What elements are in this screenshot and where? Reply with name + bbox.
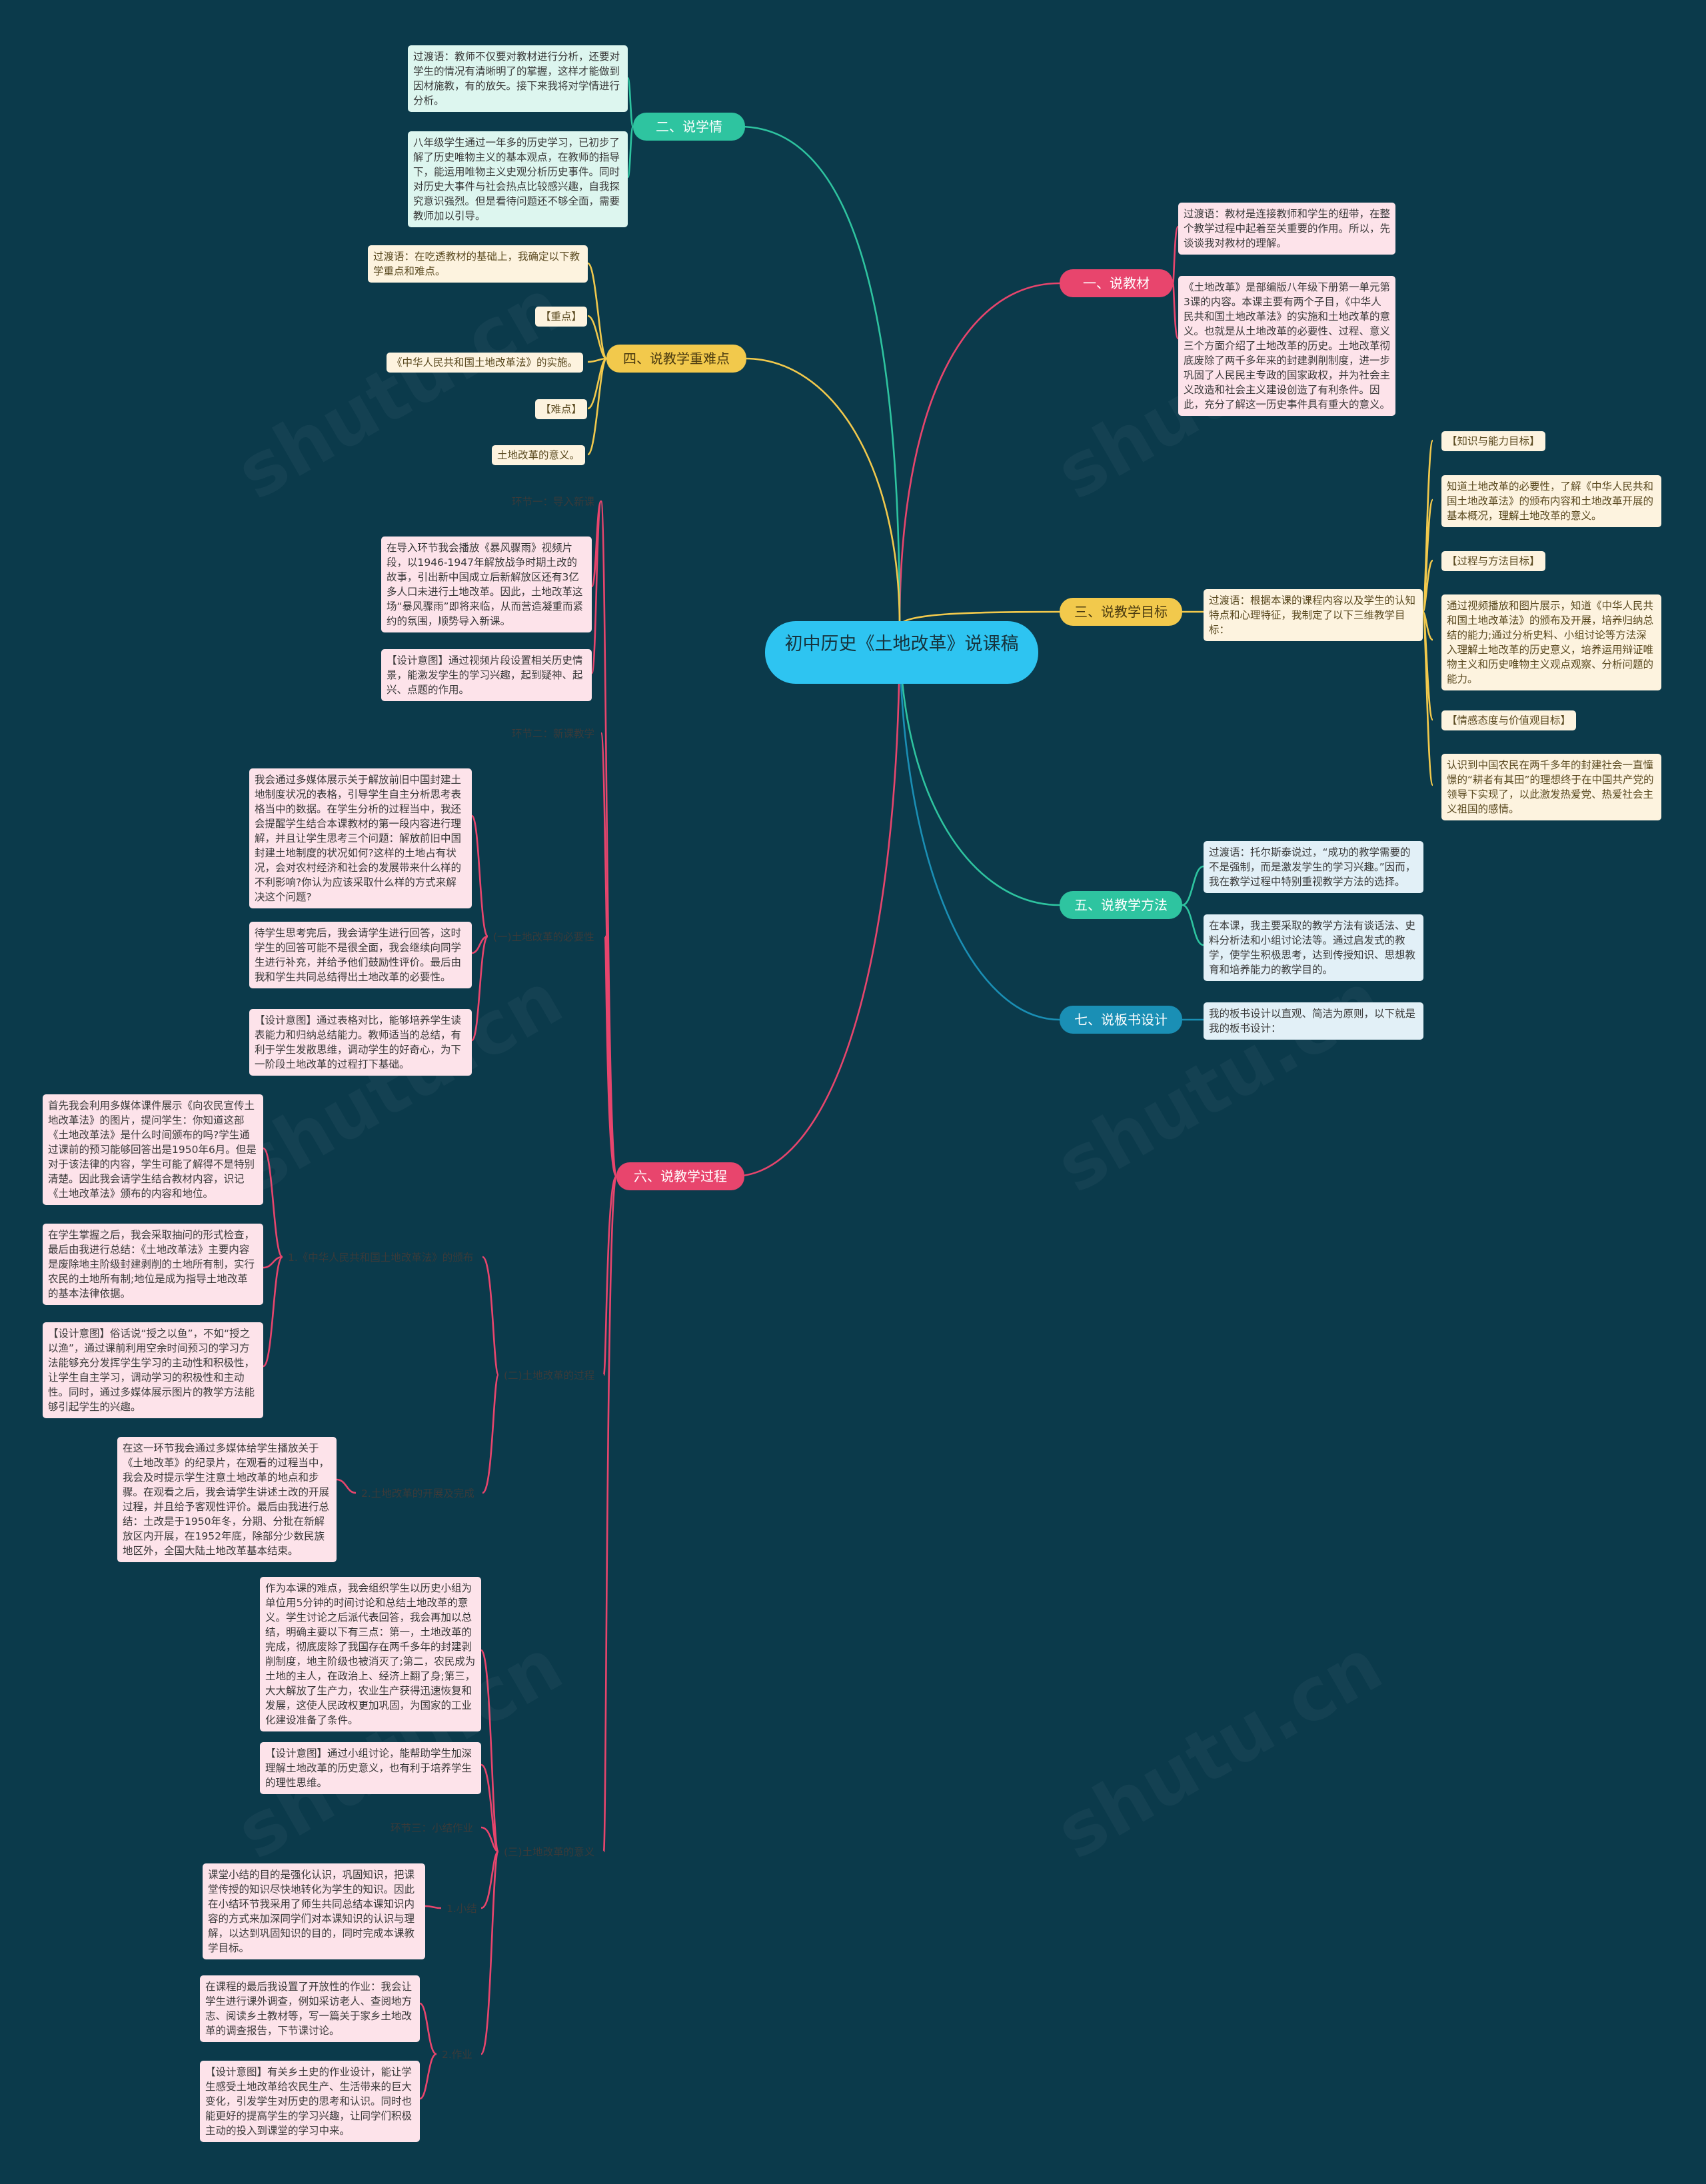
root-topic[interactable]: 初中历史《土地改革》说课稿 xyxy=(765,621,1038,684)
branch-label: 二、说学情 xyxy=(656,119,722,135)
stage-3-summary-homework[interactable]: 环节三：小结作业 xyxy=(391,1822,474,1834)
root-title: 初中历史《土地改革》说课稿 xyxy=(784,634,1019,654)
branch-board-design[interactable]: 七、说板书设计 xyxy=(1060,1006,1182,1034)
law-text-2[interactable]: 在学生掌握之后，我会采取抽问的形式检查，最后由我进行总结：《土地改革法》主要内容… xyxy=(43,1224,263,1305)
branch-label: 三、说教学目标 xyxy=(1074,604,1168,620)
board-design-text[interactable]: 我的板书设计以直观、简洁为原则，以下就是我的板书设计： xyxy=(1204,1002,1423,1040)
branch-label: 七、说板书设计 xyxy=(1074,1012,1168,1028)
branch-label: 六、说教学过程 xyxy=(634,1168,727,1184)
necessity-text-1[interactable]: 我会通过多媒体展示关于解放前旧中国封建土地制度状况的表格，引导学生自主分析思考表… xyxy=(249,768,472,908)
goal-process-heading[interactable]: 【过程与方法目标】 xyxy=(1441,551,1545,571)
significance-text[interactable]: 作为本课的难点，我会组织学生以历史小组为单位用5分钟的时间讨论和总结土地改革的意… xyxy=(260,1577,481,1731)
branch-label: 五、说教学方法 xyxy=(1074,897,1168,913)
methods-text[interactable]: 在本课，我主要采取的教学方法有谈话法、史料分析法和小组讨论法等。通过启发式的教学… xyxy=(1204,914,1423,981)
material-content[interactable]: 《土地改革》是部编版八年级下册第一单元第3课的内容。本课主要有两个子目，《中华人… xyxy=(1178,276,1395,416)
student-transition[interactable]: 过渡语：教师不仅要对教材进行分析，还要对学生的情况有清晰明了的掌握，这样才能做到… xyxy=(408,45,628,112)
homework-heading[interactable]: 2.作业 xyxy=(442,2049,472,2061)
summary-text[interactable]: 课堂小结的目的是强化认识，巩固知识，把课堂传授的知识尽快地转化为学生的知识。因此… xyxy=(203,1863,425,1959)
branch-student-analysis[interactable]: 二、说学情 xyxy=(633,113,745,141)
necessity-text-2[interactable]: 待学生思考完后，我会请学生进行回答，这时学生的回答可能不是很全面，我会继续向同学… xyxy=(249,922,472,988)
goal-process-text[interactable]: 通过视频播放和图片展示，知道《中华人民共和国土地改革法》的颁布及开展，培养归纳总… xyxy=(1441,594,1661,690)
law-text-1[interactable]: 首先我会利用多媒体课件展示《向农民宣传土地改革法》的图片，提问学生：你知道这部《… xyxy=(43,1094,263,1205)
goals-transition[interactable]: 过渡语：根据本课的课程内容以及学生的认知特点和心理特征，我制定了以下三维教学目标… xyxy=(1204,589,1423,641)
goal-emotion-heading[interactable]: 【情感态度与价值观目标】 xyxy=(1441,710,1577,730)
branch-label: 一、说教材 xyxy=(1083,275,1150,291)
stage-1-design[interactable]: 【设计意图】通过视频片段设置相关历史情景，能激发学生的学习兴趣，起到疑神、起兴、… xyxy=(381,649,592,701)
section-necessity[interactable]: (一)土地改革的必要性 xyxy=(493,931,594,943)
section-process[interactable]: (二)土地改革的过程 xyxy=(504,1370,595,1382)
wire-b7 xyxy=(898,626,1060,1021)
wire-b2 xyxy=(739,125,901,627)
implementation-text[interactable]: 在这一环节我会通过多媒体给学生播放关于《土地改革》的纪录片，在观看的过程当中，我… xyxy=(117,1437,337,1562)
branch-teaching-process[interactable]: 六、说教学过程 xyxy=(616,1162,744,1190)
wire-b1 xyxy=(898,282,1060,627)
goal-emotion-text[interactable]: 认识到中国农民在两千多年的封建社会一直憧憬的“耕者有其田”的理想终于在中国共产党… xyxy=(1441,754,1661,820)
branch-teaching-material[interactable]: 一、说教材 xyxy=(1060,269,1173,297)
significance-design[interactable]: 【设计意图】通过小组讨论，能帮助学生加深理解土地改革的历史意义，也有利于培养学生… xyxy=(260,1742,481,1794)
necessity-design[interactable]: 【设计意图】通过表格对比，能够培养学生读表能力和归纳总结能力。教师适当的总结，有… xyxy=(249,1009,472,1076)
branch-teaching-goals[interactable]: 三、说教学目标 xyxy=(1060,598,1182,626)
subsection-implementation[interactable]: 2.土地改革的开展及完成 xyxy=(361,1488,474,1500)
stage-1-intro[interactable]: 环节一：导入新课 xyxy=(512,496,595,508)
difficult-point-heading[interactable]: 【难点】 xyxy=(535,399,588,419)
goal-knowledge-heading[interactable]: 【知识与能力目标】 xyxy=(1441,431,1545,451)
law-design[interactable]: 【设计意图】俗话说“授之以鱼”，不如“授之以渔”，通过课前利用空余时间预习的学习… xyxy=(43,1322,263,1418)
homework-text[interactable]: 在课程的最后我设置了开放性的作业：我会让学生进行课外调查，例如采访老人、查阅地方… xyxy=(200,1975,420,2042)
methods-transition[interactable]: 过渡语：托尔斯泰说过，“成功的教学需要的不是强制，而是激发学生的学习兴趣。”因而… xyxy=(1204,841,1423,893)
stage-1-text[interactable]: 在导入环节我会播放《暴风骤雨》视频片段，以1946-1947年解放战争时期土改的… xyxy=(381,537,592,632)
homework-design[interactable]: 【设计意图】有关乡土史的作业设计，能让学生感受土地改革给农民生产、生活带来的巨大… xyxy=(200,2061,420,2142)
wire-b5 xyxy=(898,626,1060,906)
key-point-heading[interactable]: 【重点】 xyxy=(535,307,588,327)
wire-b4 xyxy=(744,357,901,627)
keypoints-transition[interactable]: 过渡语：在吃透教材的基础上，我确定以下教学重点和难点。 xyxy=(368,245,588,283)
subsection-law[interactable]: 1.《中华人民共和国土地改革法》的颁布 xyxy=(288,1252,474,1264)
stage-2-new-lesson[interactable]: 环节二：新课教学 xyxy=(512,728,595,740)
material-transition[interactable]: 过渡语：教材是连接教师和学生的纽带，在整个教学过程中起着至关重要的作用。所以，先… xyxy=(1178,203,1395,255)
section-significance[interactable]: (三)土地改革的意义 xyxy=(504,1846,595,1858)
branch-key-points[interactable]: 四、说教学重难点 xyxy=(606,345,746,373)
branch-teaching-methods[interactable]: 五、说教学方法 xyxy=(1060,891,1182,919)
wire-b6 xyxy=(732,626,901,1178)
goal-knowledge-text[interactable]: 知道土地改革的必要性，了解《中华人民共和国土地改革法》的颁布内容和土地改革开展的… xyxy=(1441,475,1661,527)
branch-label: 四、说教学重难点 xyxy=(623,351,730,367)
student-analysis-text[interactable]: 八年级学生通过一年多的历史学习，已初步了解了历史唯物主义的基本观点，在教师的指导… xyxy=(408,131,628,227)
key-point-text[interactable]: 《中华人民共和国土地改革法》的实施。 xyxy=(387,353,584,373)
difficult-point-text[interactable]: 土地改革的意义。 xyxy=(492,445,586,465)
summary-heading[interactable]: 1.小结 xyxy=(446,1903,477,1915)
